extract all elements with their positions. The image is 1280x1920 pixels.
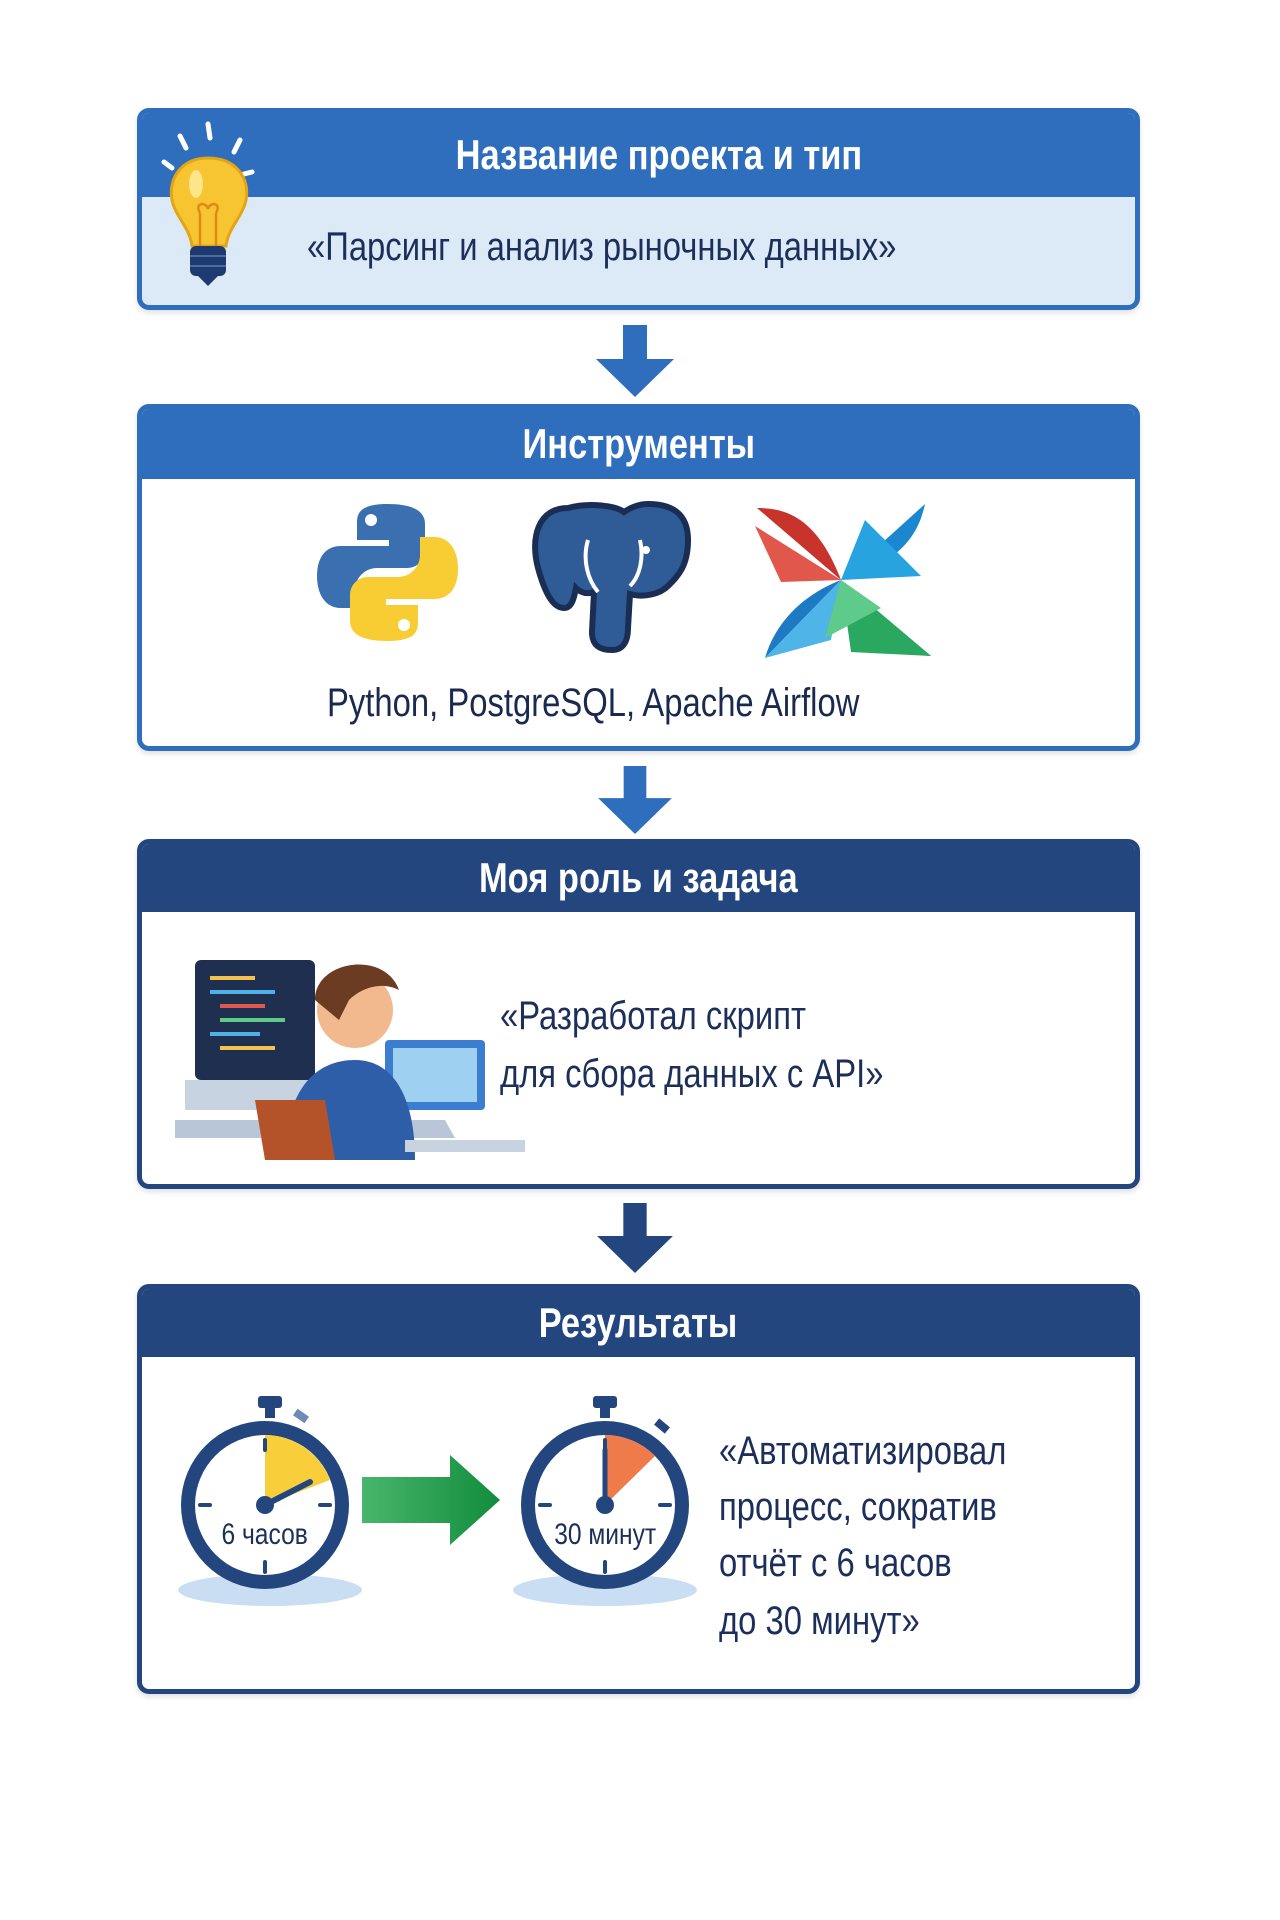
role-line-2: для сбора данных с API» [500,1052,884,1096]
developer-illustration [175,960,525,1160]
project-value: «Парсинг и анализ рыночных данных» [307,225,897,269]
down-arrow-icon [597,1203,673,1273]
role-line-1: «Разработал скрипт [500,994,806,1038]
green-arrow-icon [362,1455,500,1545]
results-title: Результаты [539,1299,738,1346]
python-logo-icon [317,504,458,641]
results-header: Результаты [142,1289,1135,1357]
results-line-3: отчёт с 6 часов [719,1541,952,1585]
project-header: Название проекта и тип [142,113,1135,197]
results-line-4: до 30 минут» [719,1599,920,1643]
tools-list: Python, PostgreSQL, Apache Airflow [327,681,860,725]
down-arrow-icon [596,325,674,397]
stopwatch-icon [513,1396,697,1606]
project-title: Название проекта и тип [455,131,862,178]
project-card: Название проекта и тип «Парсинг и анализ… [137,108,1140,310]
stopwatch-before: 6 часов [170,1390,370,1610]
down-arrow-icon [598,766,672,834]
lightbulb-icon [161,121,255,286]
after-label: 30 минут [553,1518,657,1551]
stopwatch-after: 30 минут [505,1390,705,1610]
role-header: Моя роль и задача [142,844,1135,912]
role-title: Моя роль и задача [479,854,798,901]
postgresql-logo-icon [532,500,692,654]
results-line-1: «Автоматизировал [719,1429,1007,1473]
before-label: 6 часов [221,1518,309,1551]
tools-title: Инструменты [522,420,755,467]
stopwatch-icon [178,1396,362,1606]
tools-header: Инструменты [142,409,1135,479]
airflow-logo-icon [755,504,931,658]
results-line-2: процесс, сократив [719,1485,997,1529]
